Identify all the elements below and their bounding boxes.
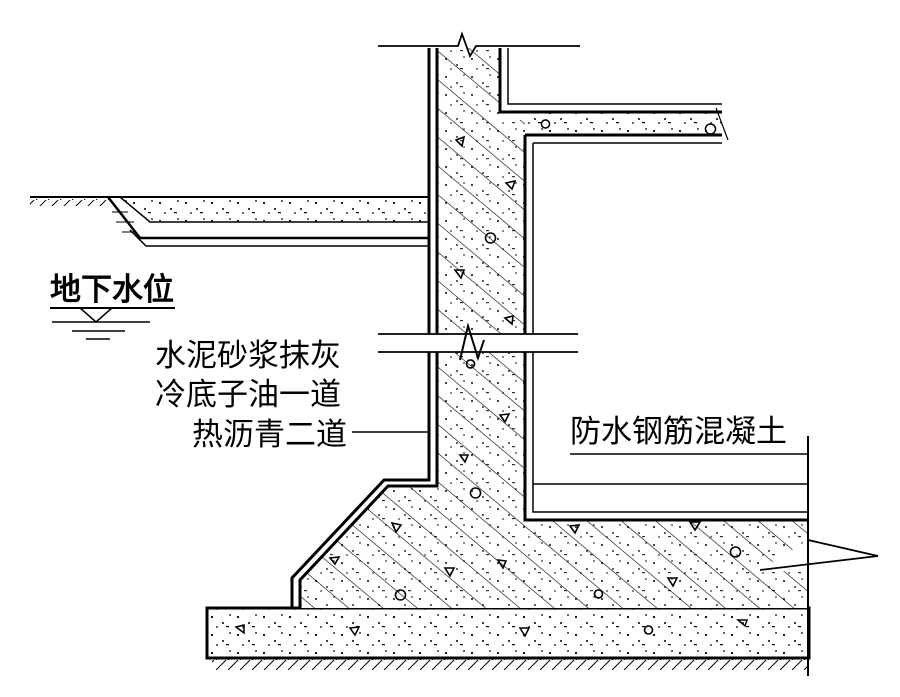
base-soil-hatch (212, 658, 808, 670)
upper-floor-slab (525, 107, 729, 141)
rc-structure (300, 48, 808, 608)
base-slab (205, 606, 811, 670)
exterior-ground (30, 196, 429, 247)
label-cement-mortar: 水泥砂浆抹灰 (155, 338, 341, 374)
label-groundwater-level: 地下水位 (50, 272, 174, 308)
label-cold-primer: 冷底子油一道 (155, 377, 341, 413)
layer-labels: 水泥砂浆抹灰 冷底子油一道 热沥青二道 防水钢筋混凝土 (155, 338, 809, 676)
label-waterproof-concrete: 防水钢筋混凝土 (570, 414, 787, 450)
rc-aggregate (328, 135, 742, 601)
label-hot-asphalt: 热沥青二道 (192, 417, 347, 453)
groundwater-symbol: 地下水位 (50, 272, 175, 340)
break-symbols (378, 31, 879, 572)
base-slab-aggregate (234, 619, 749, 638)
